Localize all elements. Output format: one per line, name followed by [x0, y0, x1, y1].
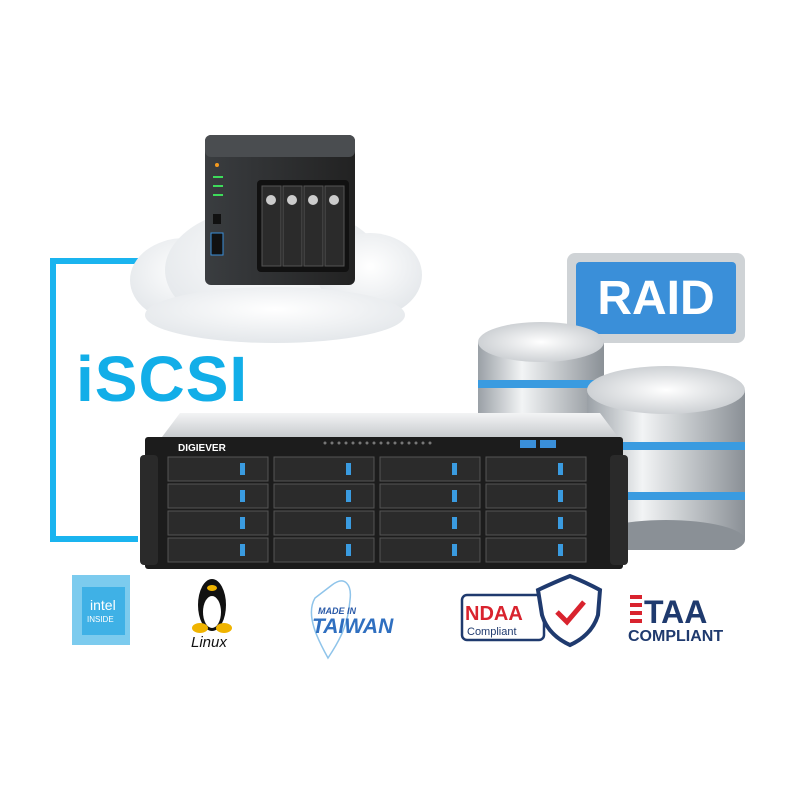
hdd-led [344, 441, 348, 445]
drive-latch [558, 517, 563, 529]
drive-bay [485, 456, 587, 482]
hdd-led [330, 441, 334, 445]
cloud-nas-illustration [130, 135, 422, 343]
drive-bay [485, 510, 587, 536]
drive-bay [379, 456, 481, 482]
hdd-led [428, 441, 432, 445]
brand-label: DIGIEVER [178, 443, 227, 454]
drive-bay [273, 456, 375, 482]
drive-latch [346, 463, 351, 475]
drive-bay [485, 537, 587, 563]
drive-bay [167, 483, 269, 509]
intel-inside-logo: intel INSIDE [72, 575, 130, 645]
drive-bay [273, 483, 375, 509]
hdd-led [323, 441, 327, 445]
status-leds [323, 441, 432, 445]
hdd-led [400, 441, 404, 445]
drive-bay [273, 537, 375, 563]
drive-latch [240, 490, 245, 502]
svg-text:INSIDE: INSIDE [87, 615, 114, 624]
hdd-led [358, 441, 362, 445]
hdd-led [386, 441, 390, 445]
hdd-led [393, 441, 397, 445]
drive-latch [346, 544, 351, 556]
drive-latch [452, 544, 457, 556]
drive-latch [558, 490, 563, 502]
usb-port [520, 440, 536, 448]
drive-bay [273, 510, 375, 536]
hdd-led [414, 441, 418, 445]
certification-logos: intel INSIDE Linux MADE IN TAIWAN NDAA C… [72, 573, 723, 660]
svg-text:TAA: TAA [644, 594, 707, 630]
drive-latch [240, 517, 245, 529]
drive-latch [346, 490, 351, 502]
raid-badge: RAID [567, 253, 745, 343]
hdd-led [365, 441, 369, 445]
database-icon-front [587, 366, 745, 550]
drive-bay [167, 537, 269, 563]
drive-bay [167, 456, 269, 482]
hdd-led [351, 441, 355, 445]
nas-device-icon [205, 135, 355, 285]
drive-bays [167, 456, 587, 563]
hdd-led [421, 441, 425, 445]
drive-latch [240, 463, 245, 475]
svg-text:Linux: Linux [191, 634, 227, 651]
drive-bay [167, 510, 269, 536]
hdd-led [407, 441, 411, 445]
drive-latch [240, 544, 245, 556]
raid-label: RAID [576, 262, 736, 334]
drive-latch [346, 517, 351, 529]
svg-text:NDAA: NDAA [465, 603, 523, 625]
drive-bay [485, 483, 587, 509]
rack-server-illustration: DIGIEVER [140, 413, 628, 569]
svg-text:Compliant: Compliant [467, 626, 517, 638]
ndaa-compliant-logo: NDAA Compliant [460, 573, 603, 648]
linux-tux-logo: Linux [191, 579, 232, 651]
iscsi-label: iSCSI [70, 343, 255, 415]
hdd-led [372, 441, 376, 445]
hdd-led [379, 441, 383, 445]
drive-bay [379, 483, 481, 509]
svg-text:COMPLIANT: COMPLIANT [628, 628, 723, 645]
drive-latch [558, 463, 563, 475]
taa-compliant-logo: TAA COMPLIANT [628, 594, 723, 645]
made-in-taiwan-logo: MADE IN TAIWAN [310, 580, 394, 660]
iscsi-connection-bracket [50, 258, 138, 542]
drive-latch [558, 544, 563, 556]
svg-text:intel: intel [90, 597, 116, 613]
svg-text:TAIWAN: TAIWAN [312, 615, 394, 638]
hdd-led [337, 441, 341, 445]
drive-latch [452, 463, 457, 475]
drive-bay [379, 510, 481, 536]
svg-text:MADE IN: MADE IN [318, 606, 357, 616]
usb-port [540, 440, 556, 448]
drive-latch [452, 490, 457, 502]
drive-bay [379, 537, 481, 563]
drive-latch [452, 517, 457, 529]
